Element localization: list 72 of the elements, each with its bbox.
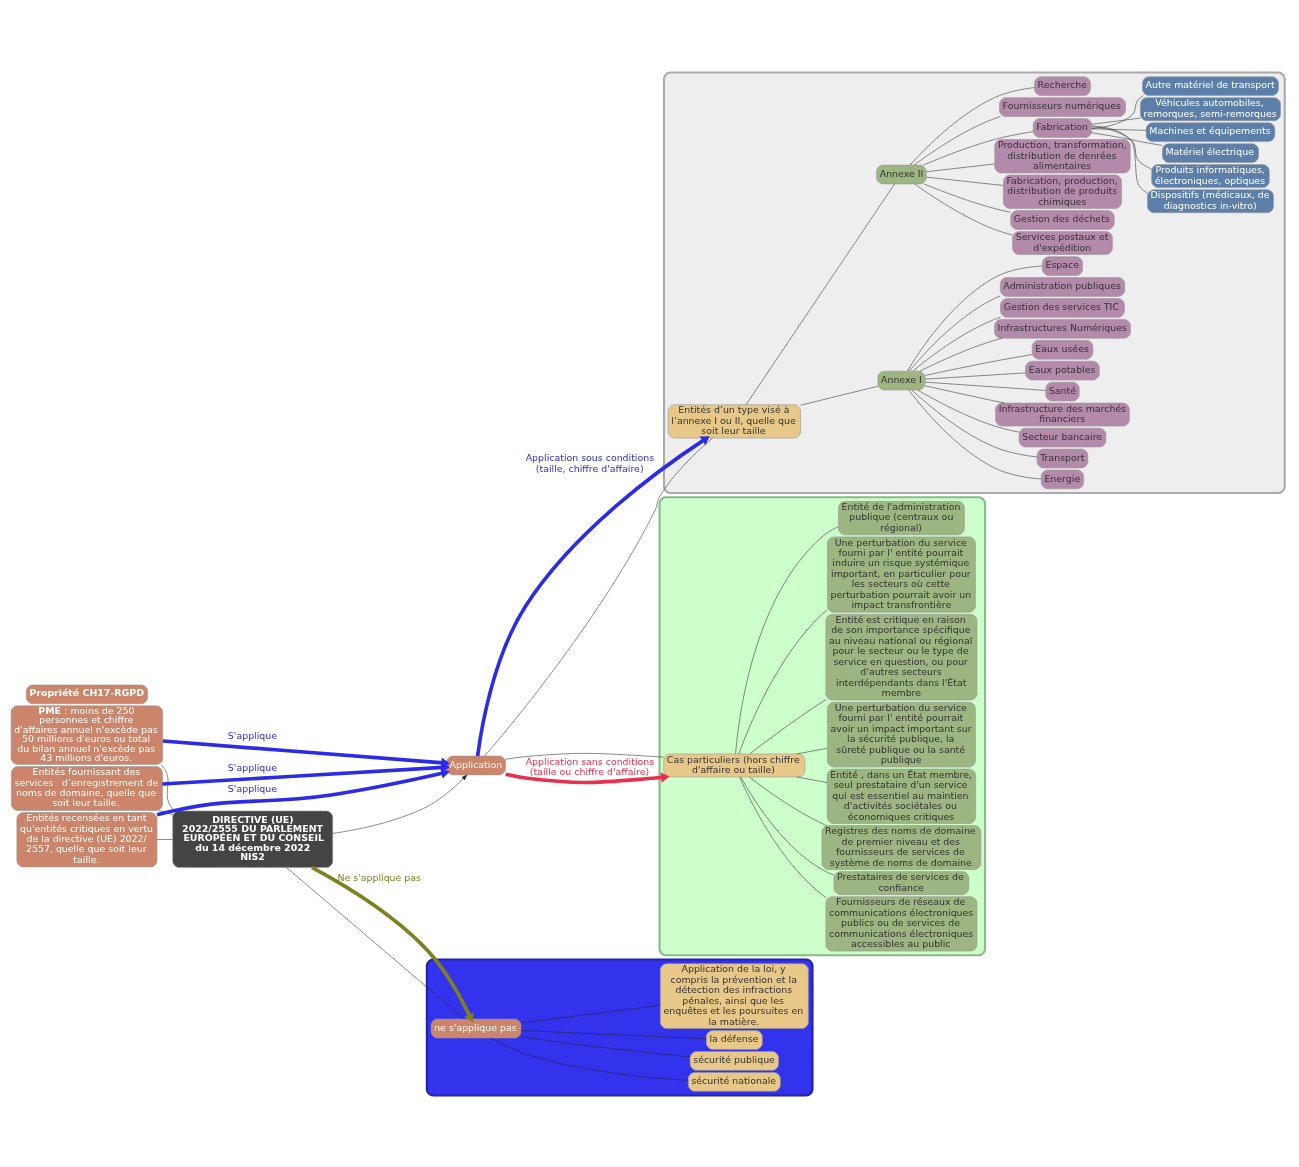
arrow	[331, 774, 467, 834]
node-box: Matériel électrique	[1161, 142, 1259, 163]
node-box: Application	[445, 755, 506, 775]
connector	[285, 866, 465, 1019]
node-box: Entité est critique en raison de son importance spécifique au niveau national ou régional pour le secteur ou le type de service en question, ou pour d'autres secteurs interdépendants dans l'État membre	[825, 613, 977, 700]
node-box: Machines et équipements	[1145, 121, 1275, 142]
node-box: Entités recensées en tant qu'entités critiques en vertu de la directive (UE) 2022/ 2557, quelle que soit leur taille.	[16, 811, 157, 867]
node-box: Annexe II	[875, 164, 927, 184]
node-box: DIRECTIVE (UE) 2022/2555 DU PARLEMENT EUROPÉEN ET DU CONSEIL du 14 décembre 2022 NIS2	[171, 810, 333, 868]
edge-label: S'applique	[227, 782, 277, 794]
arrow	[156, 767, 450, 817]
node-box: Administration publiques	[999, 276, 1125, 297]
node-box: Fournisseurs numériques	[998, 96, 1126, 117]
node-box: Services postaux et d'expédition	[1011, 230, 1113, 255]
node-box: Energie	[1040, 469, 1084, 489]
node-box: Fabrication, production, distribution de produits chimiques	[1002, 174, 1122, 209]
node-box: Propriété CH17-RGPD	[25, 684, 148, 704]
connector	[919, 337, 1002, 371]
node-box: Fabrication	[1032, 117, 1092, 138]
connector	[1091, 131, 1162, 146]
node-box: sécurité publique	[689, 1050, 779, 1071]
node-box: la défense	[705, 1029, 763, 1050]
node-box: Eaux usées	[1031, 339, 1093, 359]
node-box: Production, transformation, distribution de denrées alimentaires	[993, 138, 1130, 173]
node-box: Transport	[1036, 448, 1088, 468]
node-box: Dispositifs (médicaux, de diagnostics in-vitro)	[1146, 188, 1274, 213]
edge-label: Application sous conditions (taille, chiffre d'affaire)	[525, 451, 654, 474]
node-box: Fournisseurs de réseaux de communications électroniques publics ou de services de communications électroniques accessibles au public	[825, 895, 977, 951]
node-box: PME : moins de 250 personnes et chiffre d'affaires annuel n'excède pas 50 millions d'euros ou total du bilan annuel n'excède pas 43 millions d'euros.	[10, 705, 163, 765]
node-box: Application de la loi, y compris la prévention et la détection des infractions pénales, ainsi que les enquêtes et les poursuites en la matière.	[659, 962, 809, 1029]
node-box: Entités fournissant des services d’enregistrement de noms de domaine, quelle que soit leur taille.	[10, 765, 163, 811]
node-box: Eaux potables	[1024, 360, 1100, 380]
node-box: Une perturbation du service fourni par l' entité pourrait induire un risque systémique important, en particulier pour les secteurs où cette perturbation pourrait avoir un impact transfrontière	[826, 536, 976, 613]
node-box: Gestion des services TIC	[999, 297, 1125, 318]
node-box: Registres des noms de domaine de premier niveau et des fournisseurs de services de système de noms de domaine	[821, 824, 981, 870]
connector	[160, 763, 175, 811]
node-box: sécurité nationale	[687, 1071, 781, 1092]
edge-label: Ne s'applique pas	[336, 871, 421, 883]
node-box: Recherche	[1033, 75, 1091, 96]
arrow	[161, 761, 450, 786]
node-box: Une perturbation du service fourni par l' entité pourrait avoir un impact important sur la sécurité publique, la sûreté publique ou la santé publique	[826, 701, 976, 767]
connector	[1091, 128, 1146, 131]
node-box: Entités d’un type visé à l’annexe I ou II, quelle que soit leur taille	[667, 403, 801, 438]
node-box: Infrastructures Numériques	[993, 318, 1131, 339]
node-box: Infrastructure des marchés financiers	[994, 402, 1130, 426]
node-box: Espace	[1041, 255, 1083, 276]
node-box: Entité de l'administration publique (centraux ou régional)	[837, 500, 965, 535]
node-box: Cas particuliers (hors chiffre d'affaire ou taille)	[662, 753, 805, 777]
node-box: Secteur bancaire	[1018, 427, 1106, 447]
node-box: Prestataires de services de confiance	[833, 870, 969, 895]
connector	[1091, 117, 1141, 125]
connector	[1091, 125, 1148, 193]
edge-label: S'applique	[227, 729, 277, 741]
node-box: ne s'applique pas	[430, 1018, 521, 1038]
node-box: Produits informatiques, électroniques, optiques	[1150, 163, 1270, 188]
node-box: Entité , dans un État membre, seul prestataire d'un service qui est essentiel au maintien d'activités sociétales ou économiques critiques	[826, 768, 976, 824]
arrow	[310, 865, 474, 1022]
connector	[1091, 94, 1144, 129]
edge-label: S'applique	[227, 761, 277, 773]
node-box: Santé	[1044, 381, 1080, 401]
node-box: Gestion des déchets	[1009, 209, 1115, 230]
connector	[1091, 126, 1152, 170]
node-box: Véhicules automobiles, remorques, semi-remorques	[1139, 96, 1281, 121]
arrow	[504, 771, 670, 784]
node-box: Annexe I	[877, 370, 925, 390]
connector	[158, 809, 173, 815]
cluster	[425, 957, 814, 1096]
node-box: Autre matériel de transport	[1141, 75, 1279, 96]
edge-label: Application sans conditions (taille ou chiffre d'affaire)	[525, 755, 654, 777]
arrow	[162, 738, 450, 768]
connector	[156, 838, 173, 840]
cluster	[662, 71, 1286, 494]
